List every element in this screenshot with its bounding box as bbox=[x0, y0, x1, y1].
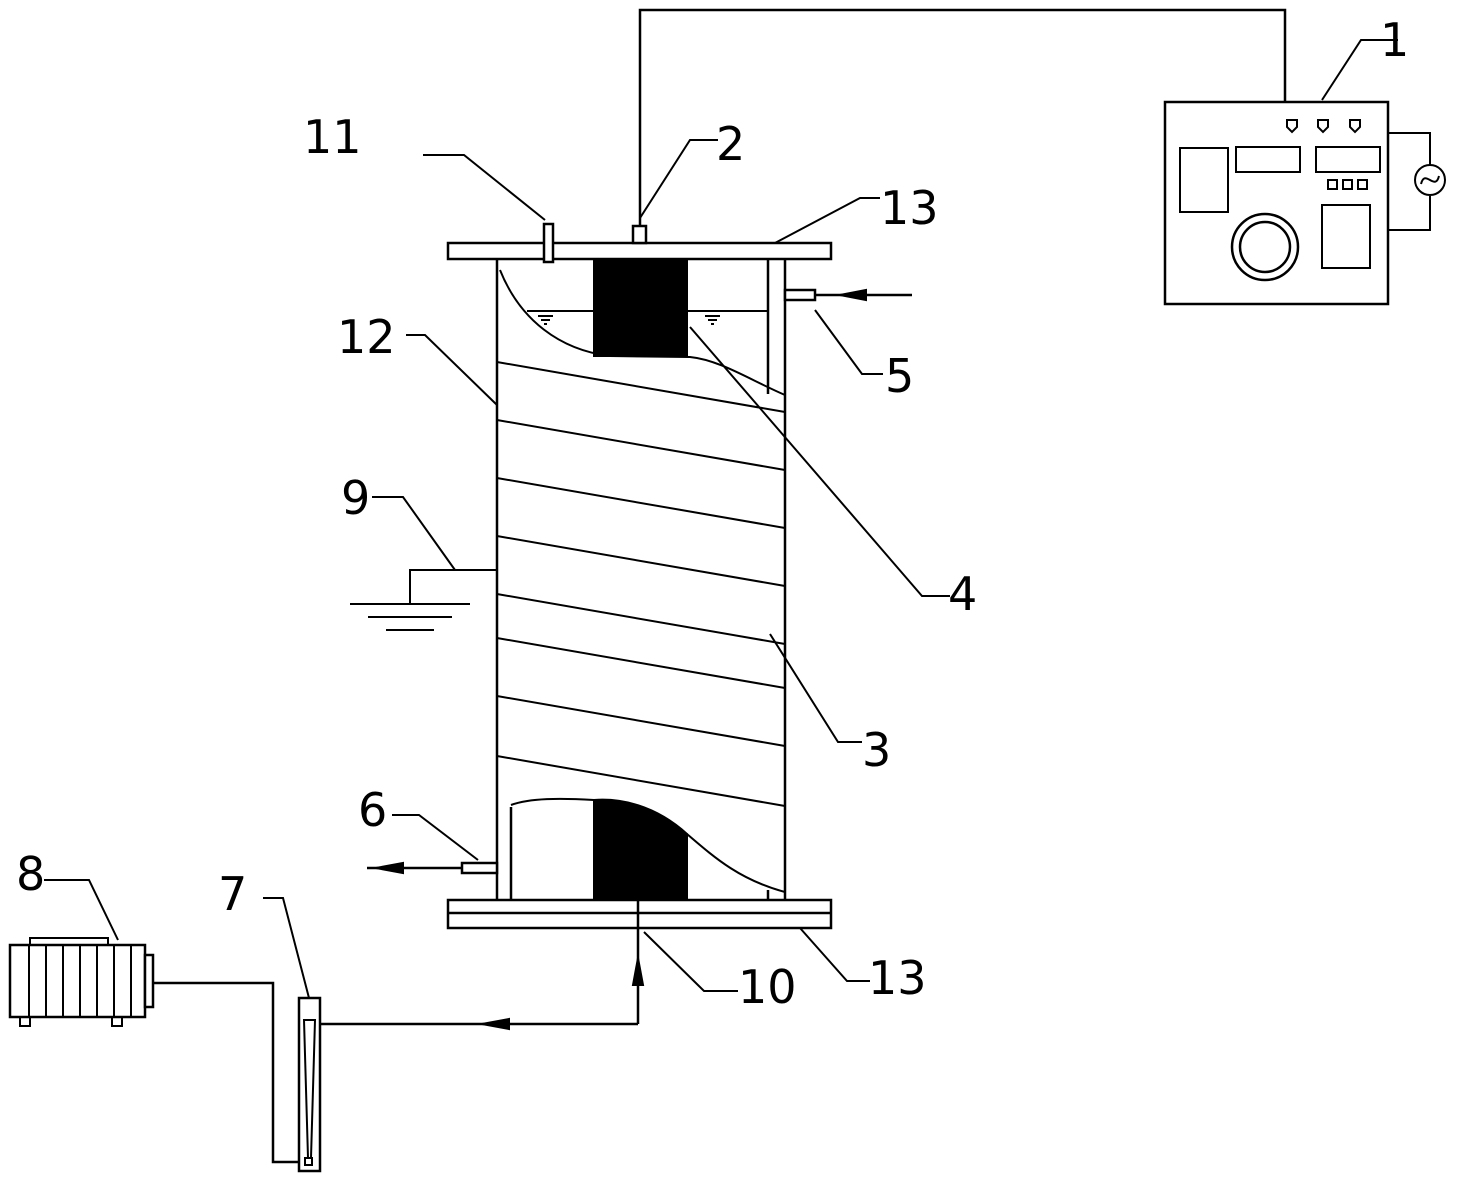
leader-13-top bbox=[774, 197, 880, 244]
leader-lines bbox=[44, 39, 1398, 999]
leader-2 bbox=[639, 139, 718, 219]
display-panel bbox=[1235, 146, 1301, 173]
label-9: 9 bbox=[341, 471, 370, 525]
display-panel bbox=[1315, 146, 1381, 173]
leader-8 bbox=[44, 879, 119, 941]
label-6: 6 bbox=[358, 783, 387, 837]
cutaway-line-top bbox=[499, 269, 786, 396]
air-pipe bbox=[153, 981, 299, 1164]
label-3: 3 bbox=[862, 723, 891, 777]
indicator-lamp bbox=[1317, 119, 1329, 134]
cutaway-line-bottom bbox=[510, 797, 786, 893]
coil-turn bbox=[496, 419, 786, 471]
label-11: 11 bbox=[303, 110, 362, 164]
label-8: 8 bbox=[16, 847, 45, 901]
flowmeter-float bbox=[304, 1157, 313, 1166]
water-level-icon bbox=[705, 315, 720, 325]
flowmeter-tube bbox=[297, 996, 322, 1173]
leader-12 bbox=[406, 334, 498, 406]
label-10: 10 bbox=[738, 960, 797, 1014]
indicator-lamp bbox=[1286, 119, 1298, 134]
coil-turn bbox=[496, 755, 786, 807]
leader-11 bbox=[423, 154, 546, 221]
label-13-bottom: 13 bbox=[868, 951, 927, 1005]
label-4: 4 bbox=[948, 567, 977, 621]
flow-arrow-icon bbox=[839, 288, 867, 302]
pump-head bbox=[143, 953, 155, 1009]
leader-9 bbox=[372, 496, 456, 571]
pump-foot bbox=[19, 1017, 31, 1027]
pump-body bbox=[8, 943, 147, 1019]
button bbox=[1357, 179, 1368, 190]
coil-turn bbox=[496, 361, 786, 413]
flowmeter bbox=[297, 996, 322, 1173]
leader-7 bbox=[263, 897, 310, 999]
air-pump bbox=[8, 937, 155, 1027]
sine-icon bbox=[1420, 175, 1440, 185]
coil-turn bbox=[496, 477, 786, 529]
gas-outlet-port bbox=[542, 222, 555, 264]
knob bbox=[1230, 212, 1300, 282]
lower-electrode bbox=[593, 798, 688, 901]
coil-turn bbox=[496, 695, 786, 747]
power-supply bbox=[1163, 100, 1446, 306]
hv-wire bbox=[638, 8, 1287, 228]
electrode-terminal bbox=[631, 224, 648, 245]
ground bbox=[350, 569, 497, 631]
pump-foot bbox=[111, 1017, 123, 1027]
leader-3 bbox=[769, 633, 862, 743]
leader-6 bbox=[392, 814, 479, 861]
button bbox=[1342, 179, 1353, 190]
upper-electrode bbox=[593, 258, 688, 357]
label-2: 2 bbox=[716, 117, 745, 171]
label-13-top: 13 bbox=[880, 181, 939, 235]
display-panel bbox=[1179, 147, 1229, 213]
leader-5 bbox=[814, 309, 883, 375]
label-7: 7 bbox=[218, 867, 247, 921]
leader-1 bbox=[1321, 39, 1398, 101]
helical-coil bbox=[496, 361, 786, 807]
pump-top bbox=[29, 937, 109, 945]
flow-arrow-icon bbox=[631, 957, 645, 986]
ground-wire bbox=[409, 569, 497, 604]
coil-turn bbox=[496, 593, 786, 645]
power-supply-body bbox=[1163, 100, 1390, 306]
top-flange bbox=[446, 241, 833, 261]
ac-lead bbox=[1388, 196, 1431, 231]
leader-10 bbox=[643, 931, 738, 992]
display-panel bbox=[1321, 204, 1371, 269]
flow-arrow-icon bbox=[481, 1017, 510, 1031]
coil-turn bbox=[496, 535, 786, 587]
ac-source-icon bbox=[1414, 164, 1446, 196]
button bbox=[1327, 179, 1338, 190]
coil-turn bbox=[496, 637, 786, 689]
flow-arrow-icon bbox=[375, 861, 404, 875]
indicator-lamp bbox=[1349, 119, 1361, 134]
water-inlet-port bbox=[783, 288, 817, 302]
label-5: 5 bbox=[885, 349, 914, 403]
label-12: 12 bbox=[337, 310, 396, 364]
knob-inner bbox=[1238, 220, 1292, 274]
water-outlet-port bbox=[460, 861, 499, 875]
leader-4 bbox=[689, 326, 950, 597]
water-level-icon bbox=[538, 315, 553, 325]
ac-lead bbox=[1388, 132, 1431, 165]
label-1: 1 bbox=[1380, 13, 1409, 67]
leader-13-bottom bbox=[799, 927, 870, 982]
